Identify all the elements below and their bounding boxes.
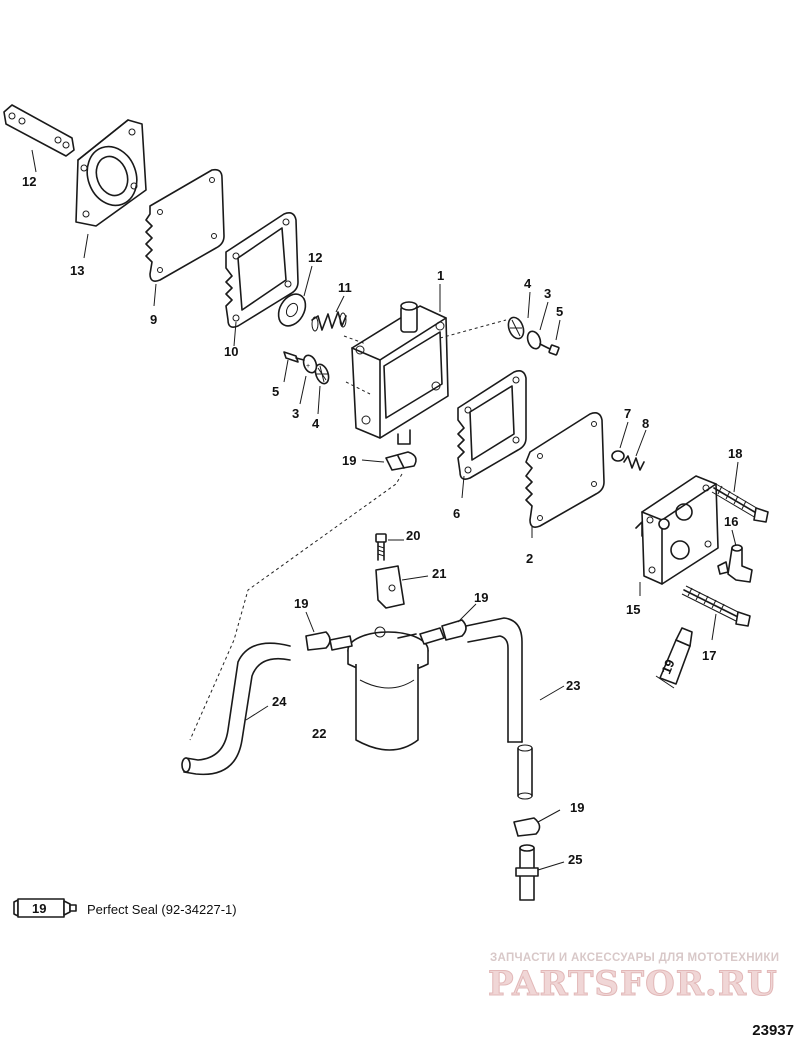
callout-5-right: 5 bbox=[556, 304, 563, 319]
part-6-gasket bbox=[457, 370, 527, 480]
part-18-screw bbox=[711, 483, 769, 523]
watermark-logo: PARTSFOR.RU bbox=[488, 964, 778, 1005]
part-10-diaphragm bbox=[225, 212, 299, 328]
part-20-bolt bbox=[375, 533, 387, 561]
part-7-ring bbox=[611, 450, 625, 462]
diagram-number: 23937 bbox=[752, 1022, 794, 1039]
part-19-clamp bbox=[385, 451, 417, 471]
svg-text:19: 19 bbox=[658, 657, 677, 676]
callout-18: 18 bbox=[728, 446, 742, 461]
part-9-gasket bbox=[145, 168, 225, 282]
part-16-elbow-fitting bbox=[717, 544, 753, 583]
callout-13: 12 bbox=[22, 174, 36, 189]
hose-route-line bbox=[189, 473, 403, 741]
callout-25: 25 bbox=[568, 852, 582, 867]
callout-4-left: 4 bbox=[312, 416, 320, 431]
callout-4-right: 4 bbox=[524, 276, 532, 291]
callout-8: 8 bbox=[642, 416, 649, 431]
svg-text:+: + bbox=[306, 363, 310, 370]
part-2-gasket bbox=[525, 412, 605, 528]
callout-24: 24 bbox=[272, 694, 287, 709]
callout-6: 6 bbox=[453, 506, 460, 521]
callout-16: 16 bbox=[724, 514, 738, 529]
part-4-screen-right bbox=[507, 316, 525, 340]
callout-14: 13 bbox=[70, 263, 84, 278]
part-22-fuel-filter bbox=[329, 626, 445, 751]
callout-23: 23 bbox=[566, 678, 580, 693]
callout-9: 9 bbox=[150, 312, 157, 327]
callout-17: 17 bbox=[702, 648, 716, 663]
part-23-hose bbox=[465, 617, 533, 800]
part-3-washer-right bbox=[526, 330, 542, 350]
part-5-screw-right bbox=[539, 343, 560, 356]
svg-text:19: 19 bbox=[32, 901, 46, 916]
part-24-hose bbox=[181, 642, 291, 776]
callout-5-left: 5 bbox=[272, 384, 279, 399]
callout-2: 2 bbox=[526, 551, 533, 566]
part-1-fuel-pump-body bbox=[351, 301, 449, 445]
callout-7: 7 bbox=[624, 406, 631, 421]
callout-15: 15 bbox=[626, 602, 640, 617]
leader-lines bbox=[31, 149, 739, 871]
part-14-pump-base bbox=[75, 119, 147, 227]
part-19-sealant-tube: 19 bbox=[655, 627, 693, 689]
legend-sealant-tube-icon: 19 bbox=[13, 898, 77, 918]
callout-10: 10 bbox=[224, 344, 238, 359]
assembly-line bbox=[345, 381, 371, 395]
part-11-spring bbox=[311, 311, 347, 332]
part-8-spring bbox=[623, 455, 645, 471]
callout-19-pump: 19 bbox=[342, 453, 356, 468]
callout-3-left: 3 bbox=[292, 406, 299, 421]
watermark-tagline: ЗАПЧАСТИ И АКСЕССУАРЫ ДЛЯ МОТОТЕХНИКИ bbox=[490, 952, 780, 964]
part-21-bracket bbox=[375, 565, 405, 609]
part-15-pump-cover bbox=[635, 475, 719, 585]
callout-22: 22 bbox=[312, 726, 326, 741]
part-4-screen-left bbox=[314, 363, 330, 385]
part-19-clamp-left bbox=[305, 631, 331, 651]
callout-11: 11 bbox=[338, 280, 352, 295]
legend-label: Perfect Seal (92-34227-1) bbox=[87, 902, 237, 917]
part-3-washer-left: + bbox=[302, 354, 318, 374]
callout-3-right: 3 bbox=[544, 286, 551, 301]
callout-20: 20 bbox=[406, 528, 420, 543]
part-25-fitting bbox=[515, 844, 539, 901]
part-13-link-bar bbox=[3, 104, 75, 157]
callout-19-left: 19 bbox=[294, 596, 308, 611]
part-17-screw bbox=[681, 585, 751, 627]
assembly-line bbox=[439, 319, 507, 339]
callout-12: 12 bbox=[308, 250, 322, 265]
assembly-line bbox=[343, 335, 367, 345]
callout-labels: 12 13 9 10 12 11 1 4 3 5 5 3 4 19 6 2 7 … bbox=[22, 174, 742, 867]
callout-19-right: 19 bbox=[474, 590, 488, 605]
callout-21: 21 bbox=[432, 566, 446, 581]
part-5-screw-left bbox=[283, 351, 305, 363]
part-19-clamp-lower bbox=[513, 817, 541, 837]
callout-19-lower: 19 bbox=[570, 800, 584, 815]
part-12-disc bbox=[277, 293, 307, 327]
callout-1: 1 bbox=[437, 268, 444, 283]
part-19-clamp-right bbox=[441, 619, 467, 641]
